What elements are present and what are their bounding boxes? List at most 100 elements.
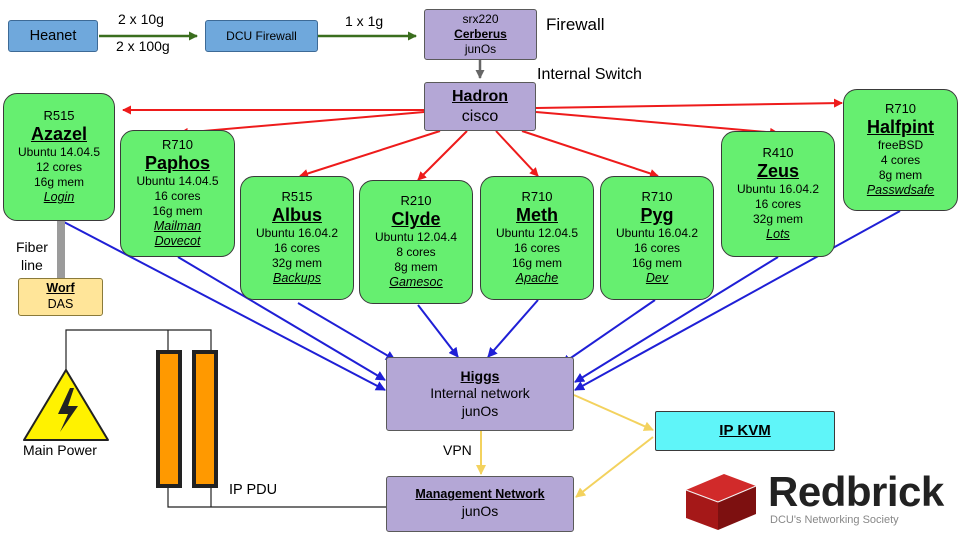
main-power-label: Main Power — [23, 442, 97, 458]
hadron-caption: Internal Switch — [537, 66, 642, 83]
power-wire — [65, 329, 212, 402]
hadron-to-pyg — [521, 130, 659, 178]
server-meth: R710 Meth Ubuntu 12.04.5 16 cores 16g me… — [480, 176, 594, 300]
fiber-label-line1: Fiber — [16, 239, 48, 255]
hadron-name: Hadron — [452, 87, 508, 105]
heanet-label: Heanet — [29, 27, 77, 44]
firewall-caption: Firewall — [546, 15, 605, 34]
server-os: Ubuntu 12.04.4 — [374, 230, 458, 245]
fiber-label: Fiber line — [16, 238, 48, 274]
server-mem: 8g mem — [878, 168, 923, 183]
server-role: Passwdsafe — [866, 183, 935, 198]
server-name: Clyde — [391, 209, 441, 230]
ipkvm-to-mgmt — [575, 436, 654, 498]
server-os: freeBSD — [877, 138, 924, 153]
server-paphos: R710 Paphos Ubuntu 14.04.5 16 cores 16g … — [120, 130, 235, 257]
server-name: Meth — [516, 205, 558, 226]
pdu-wire — [167, 486, 386, 508]
link-label-1g: 1 x 1g — [345, 13, 384, 29]
server-os: Ubuntu 16.04.2 — [736, 182, 820, 197]
dcu-firewall-node: DCU Firewall — [205, 20, 318, 52]
azazel-to-higgs — [61, 220, 386, 391]
server-cores: 8 cores — [396, 245, 436, 260]
higgs-to-ipkvm — [573, 394, 654, 431]
server-model: R710 — [161, 136, 194, 152]
server-role: Lots — [766, 227, 790, 242]
server-name: Paphos — [144, 153, 210, 174]
server-model: R410 — [762, 145, 794, 161]
server-halfpint: R710 Halfpint freeBSD 4 cores 8g mem Pas… — [843, 89, 958, 211]
server-os: Ubuntu 12.04.5 — [495, 226, 579, 241]
fiber-label-line2: line — [21, 257, 43, 274]
server-name: Albus — [271, 205, 322, 226]
clyde-to-higgs — [417, 304, 459, 358]
server-name: Zeus — [756, 161, 799, 182]
firewall-model: srx220 — [462, 12, 499, 26]
server-mem: 16g mem — [33, 175, 85, 190]
hadron-vendor: cisco — [461, 107, 499, 125]
higgs-line2: junOs — [461, 402, 499, 419]
server-os: Ubuntu 16.04.2 — [255, 226, 339, 241]
redbrick-logo-text: Redbrick — [768, 468, 944, 515]
ipkvm-label: IP KVM — [719, 421, 771, 439]
server-mem: 8g mem — [394, 260, 438, 275]
ip-pdu-label: IP PDU — [229, 482, 278, 498]
redbrick-tagline: DCU's Networking Society — [770, 514, 899, 526]
hadron-to-albus — [299, 130, 441, 178]
mgmt-name: Management Network — [415, 487, 545, 502]
server-model: R710 — [521, 189, 553, 205]
ipkvm-node: IP KVM — [655, 411, 835, 451]
mgmt-os: junOs — [461, 503, 499, 520]
hadron-to-paphos — [179, 111, 425, 137]
server-name: Azazel — [30, 124, 88, 145]
server-cores: 12 cores — [35, 160, 83, 175]
worf-name: Worf — [46, 281, 75, 296]
mgmt-node: Management Network junOs — [386, 476, 574, 532]
firewall-os: junOs — [464, 42, 497, 56]
dcu-firewall-label: DCU Firewall — [226, 28, 297, 43]
link-label-10g: 2 x 10g — [118, 11, 164, 27]
hadron-to-clyde — [417, 130, 468, 181]
hadron-node: Hadron cisco — [424, 82, 536, 131]
vpn-label: VPN — [443, 442, 472, 458]
server-os: Ubuntu 14.04.5 — [136, 173, 219, 188]
firewall-node: srx220 Cerberus junOs — [424, 9, 537, 60]
worf-node: Worf DAS — [18, 278, 103, 316]
server-role: Dovecot — [154, 234, 201, 249]
hadron-to-meth — [495, 130, 539, 177]
server-role: Dev — [645, 271, 669, 286]
server-cores: 16 cores — [754, 197, 802, 212]
server-name: Pyg — [640, 205, 674, 226]
server-cores: 16 cores — [633, 241, 681, 256]
higgs-name: Higgs — [460, 367, 500, 384]
albus-to-higgs — [297, 302, 396, 361]
server-role: Apache — [515, 271, 559, 286]
server-clyde: R210 Clyde Ubuntu 12.04.4 8 cores 8g mem… — [359, 180, 473, 304]
pyg-to-higgs — [561, 299, 656, 365]
server-os: Ubuntu 14.04.5 — [17, 145, 101, 160]
server-cores: 4 cores — [880, 153, 921, 168]
hadron-to-zeus — [535, 111, 779, 137]
server-mem: 16g mem — [152, 203, 203, 218]
server-albus: R515 Albus Ubuntu 16.04.2 16 cores 32g m… — [240, 176, 354, 300]
server-mem: 16g mem — [511, 256, 563, 271]
redbrick-logo-icon — [685, 474, 757, 530]
higgs-line1: Internal network — [430, 385, 530, 402]
server-model: R210 — [400, 193, 432, 209]
server-cores: 16 cores — [513, 241, 561, 256]
link-label-100g: 2 x 100g — [116, 38, 170, 54]
higgs-node: Higgs Internal network junOs — [386, 357, 574, 431]
firewall-name: Cerberus — [454, 27, 507, 41]
heanet-node: Heanet — [8, 20, 98, 52]
worf-type: DAS — [47, 297, 74, 311]
server-os: Ubuntu 16.04.2 — [615, 226, 699, 241]
server-role: Backups — [273, 271, 321, 286]
server-model: R710 — [641, 189, 673, 205]
server-model: R710 — [884, 101, 917, 117]
server-role: Gamesoc — [389, 275, 443, 290]
server-zeus: R410 Zeus Ubuntu 16.04.2 16 cores 32g me… — [721, 131, 835, 257]
server-model: R515 — [43, 108, 75, 124]
server-name: Halfpint — [867, 117, 934, 138]
server-role: Login — [43, 190, 75, 205]
